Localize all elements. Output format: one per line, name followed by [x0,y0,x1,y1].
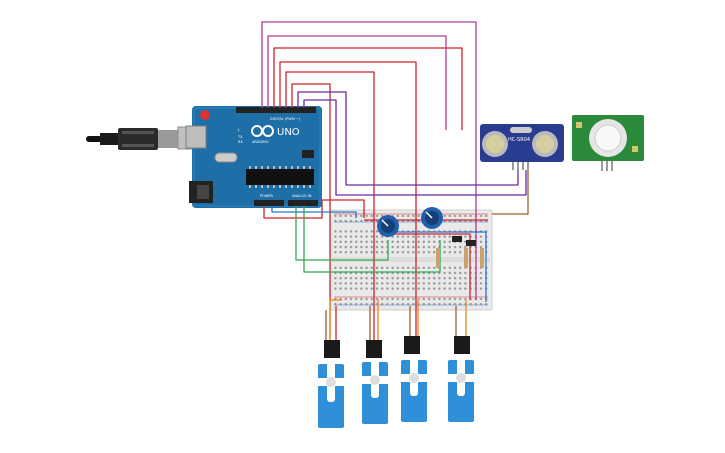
infinity-logo-icon [251,125,274,137]
servo-2 [358,340,392,424]
power-header [254,200,284,206]
wire-red-1 [273,47,463,130]
wire-green-1 [295,206,389,261]
wire-red-2 [279,61,417,340]
wire-brown [492,166,529,215]
power-header-label: POWER [260,194,274,198]
servo-4 [444,336,478,422]
wire-blue-ground [271,206,357,218]
servo-horn-icon [314,362,348,402]
wire-purple-2 [303,99,527,196]
led-rx-label: RX [238,140,243,144]
breadboard-components [436,236,484,268]
chip-small-1 [452,236,462,242]
analog-header-label: ANALOG IN [292,194,312,198]
breadboard [329,209,493,311]
led-tx-label: TX [237,135,243,139]
servo-1 [314,340,348,428]
wire-purple-1 [297,91,519,186]
servo-horn-icon [397,358,431,396]
reset-button[interactable] [200,110,210,120]
wire-blue-pot [396,231,487,302]
potentiometer-knob-icon[interactable] [421,207,443,229]
digital-header-label: DIGITAL (PWM ~) [270,117,301,121]
wire-servo1-orange [329,299,342,340]
arduino-uno-board: UNO ARDUINO DIGITAL (PWM ~) POWER ANALOG… [185,106,322,208]
arduino-model: UNO [277,127,300,138]
wire-red-power [263,199,365,219]
atmega-chip [246,169,314,185]
pir-sensor [572,115,644,171]
ultrasonic-label: HC-SR04 [508,137,530,143]
wire-red-pot [380,233,471,300]
ultrasonic-sensor: HC-SR04 [480,124,564,170]
wire-magenta-1 [261,21,477,300]
digital-header [236,107,316,113]
wires [261,21,529,340]
resistor-2 [464,248,468,268]
servo-horn-icon [444,358,478,396]
arduino-brand: ARDUINO [252,140,269,144]
usb-cable-icon [86,126,201,150]
chip-small-2 [466,240,476,246]
potentiometer-knob-icon[interactable] [377,215,399,237]
servo-horn-icon [358,360,392,398]
wire-magenta-2 [267,35,447,130]
resistor-3 [480,248,484,268]
analog-header [288,200,318,206]
wire-red-3 [285,71,375,340]
servo-3 [397,336,431,422]
led-l-label: L [238,128,240,132]
resistor-1 [436,248,440,268]
